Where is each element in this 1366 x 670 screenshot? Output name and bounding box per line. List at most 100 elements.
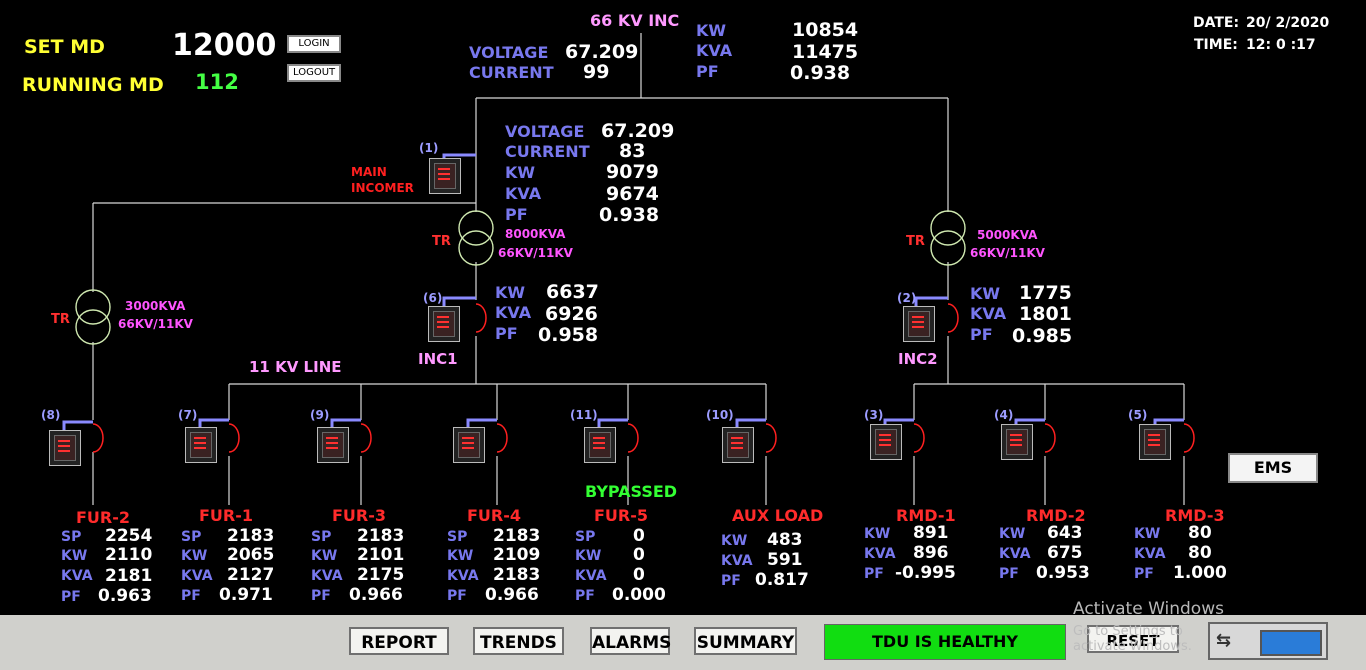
inc1-kw: 6637 (546, 281, 599, 303)
rmd3-pf-label: PF (1134, 566, 1154, 582)
incomer-current-label: CURRENT (505, 142, 590, 161)
fur2-meter-icon[interactable] (49, 430, 81, 466)
inc2-meter-icon[interactable] (903, 306, 935, 342)
fur4-name: FUR-4 (467, 506, 522, 525)
fur5-kva-label: KVA (575, 568, 607, 584)
tr2-ratio: 66KV/11KV (970, 246, 1045, 260)
tr1-ratio: 66KV/11KV (498, 246, 573, 260)
sld-canvas: SET MD 12000 RUNNING MD 112 LOGIN LOGOUT… (22, 11, 1330, 606)
line-label: 11 KV LINE (249, 358, 342, 376)
fur2-name: FUR-2 (76, 508, 131, 527)
main-incomer-meter-icon[interactable] (429, 158, 461, 194)
fur5-sp-label: SP (575, 529, 596, 545)
fur2-pf: 0.963 (98, 586, 152, 606)
fur2-pf-label: PF (61, 589, 81, 605)
aux-kva: 591 (767, 550, 803, 570)
fur4-pf-label: PF (447, 588, 467, 604)
fur5-pf-label: PF (575, 588, 595, 604)
fur2-sp-label: SP (61, 529, 82, 545)
incomer-voltage: 67.209 (601, 120, 675, 142)
rmd1-kva-label: KVA (864, 546, 896, 562)
fur1-index: (7) (178, 408, 198, 422)
fur2-index: (8) (41, 408, 61, 422)
time-value: 12: 0 :17 (1246, 37, 1316, 53)
rmd1-meter-icon[interactable] (870, 424, 902, 460)
fur5-meter-icon[interactable] (584, 427, 616, 463)
aux-meter-icon[interactable] (722, 427, 754, 463)
communication-status-icon[interactable]: ⇆ (1208, 622, 1328, 660)
fur5-kva: 0 (633, 565, 645, 585)
running-md-value: 112 (195, 70, 239, 94)
rmd1-kva: 896 (913, 543, 949, 563)
fur1-kw: 2065 (227, 545, 275, 565)
fur3-name: FUR-3 (332, 506, 387, 525)
main-bus-kw: 10854 (792, 19, 859, 41)
rmd3-meter-icon[interactable] (1139, 424, 1171, 460)
rmd1-name: RMD-1 (896, 506, 956, 525)
fur5-kw: 0 (633, 545, 645, 565)
incomer-kw: 9079 (606, 161, 659, 183)
fur4-sp: 2183 (493, 526, 541, 546)
report-button[interactable]: REPORT (349, 627, 449, 655)
tr3-ratio: 66KV/11KV (118, 317, 193, 331)
reset-button[interactable]: RESET (1087, 625, 1179, 653)
fur2-kw: 2110 (105, 545, 153, 565)
rmd3-index: (5) (1128, 408, 1148, 422)
alarms-button[interactable]: ALARMS (590, 627, 671, 655)
inc2-kw-label: KW (970, 284, 1001, 303)
fur1-kva-label: KVA (181, 568, 213, 584)
fur1-pf: 0.971 (219, 585, 273, 605)
tr2-label: TR (906, 234, 925, 249)
aux-pf: 0.817 (755, 570, 809, 590)
tr1-label: TR (432, 234, 451, 249)
fur1-pf-label: PF (181, 588, 201, 604)
fur4-kw: 2109 (493, 545, 541, 565)
incomer-voltage-label: VOLTAGE (505, 122, 585, 141)
fur3-index: (9) (310, 408, 330, 422)
rmd2-meter-icon[interactable] (1001, 424, 1033, 460)
fur3-pf-label: PF (311, 588, 331, 604)
fur4-meter-icon[interactable] (453, 427, 485, 463)
fur5-sp: 0 (633, 526, 645, 546)
fur1-kva: 2127 (227, 565, 275, 585)
time-label: TIME: (1194, 37, 1238, 53)
rmd2-kva-label: KVA (999, 546, 1031, 562)
rmd2-index: (4) (994, 408, 1014, 422)
fur4-kw-label: KW (447, 548, 474, 564)
main-bus-pf: 0.938 (790, 62, 851, 84)
set-md-value: 12000 (172, 28, 277, 63)
inc1-meter-icon[interactable] (428, 306, 460, 342)
fur5-kw-label: KW (575, 548, 602, 564)
rmd1-pf: -0.995 (895, 563, 956, 583)
login-button[interactable]: LOGIN (287, 35, 341, 53)
rmd2-kva: 675 (1047, 543, 1083, 563)
fur3-kva-label: KVA (311, 568, 343, 584)
running-md-label: RUNNING MD (22, 74, 164, 96)
fur3-kva: 2175 (357, 565, 405, 585)
aux-pf-label: PF (721, 573, 741, 589)
tr1-rating: 8000KVA (505, 227, 566, 241)
single-line-diagram (62, 33, 1195, 505)
fur1-name: FUR-1 (199, 506, 254, 525)
aux-kva-label: KVA (721, 553, 753, 569)
ems-button[interactable]: EMS (1228, 453, 1318, 483)
incomer-pf: 0.938 (599, 204, 660, 226)
date-value: 20/ 2/2020 (1246, 15, 1330, 31)
fur3-meter-icon[interactable] (317, 427, 349, 463)
main-bus-voltage-label: VOLTAGE (469, 43, 549, 62)
summary-button[interactable]: SUMMARY (694, 627, 797, 655)
main-bus-title: 66 KV INC (590, 11, 680, 30)
fur3-pf: 0.966 (349, 585, 403, 605)
bottom-toolbar: REPORT TRENDS ALARMS SUMMARY RESET (0, 615, 1366, 670)
fur1-sp: 2183 (227, 526, 275, 546)
logout-button[interactable]: LOGOUT (287, 64, 341, 82)
inc2-kw: 1775 (1019, 282, 1072, 304)
incomer-kw-label: KW (505, 163, 536, 182)
monitor-icon (1260, 630, 1322, 656)
fur5-name: FUR-5 (594, 506, 649, 525)
fur1-meter-icon[interactable] (185, 427, 217, 463)
trends-button[interactable]: TRENDS (473, 627, 564, 655)
inc2-index: (2) (897, 291, 917, 305)
fur4-sp-label: SP (447, 529, 468, 545)
fur3-kw: 2101 (357, 545, 405, 565)
